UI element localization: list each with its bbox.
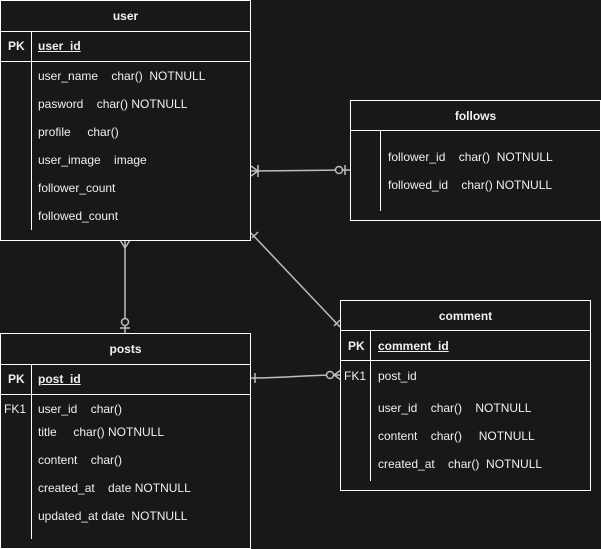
- follows-zero-marker: [334, 165, 344, 175]
- posts-field: content char(): [38, 453, 123, 467]
- comment-field: content char() NOTNULL: [378, 429, 535, 443]
- comment-field: user_id char() NOTNULL: [378, 401, 532, 415]
- user-title: user: [112, 9, 139, 23]
- comment-entity[interactable]: comment PK comment_id FK1 post_id user_i…: [340, 300, 591, 491]
- comment-zero-marker: [325, 370, 335, 380]
- user-many-crowfoot: [250, 165, 260, 177]
- comment-pk-label: PK: [348, 339, 365, 353]
- user-pk-field: user_id: [38, 39, 81, 53]
- posts-zero-marker: [120, 317, 130, 327]
- comment-pk-field: comment_id: [378, 339, 449, 353]
- posts-pk-field: post_id: [38, 372, 81, 386]
- follows-title: follows: [454, 109, 497, 123]
- posts-field: user_id char(): [38, 402, 123, 416]
- comment-title: comment: [438, 309, 493, 323]
- user-field: user_name char() NOTNULL: [38, 69, 206, 83]
- comment-field: post_id: [378, 369, 417, 383]
- user-field: followed_count: [38, 209, 119, 223]
- user-field: follower_count: [38, 181, 116, 195]
- user-field: profile char(): [38, 125, 119, 139]
- follows-field: follower_id char() NOTNULL: [388, 150, 553, 164]
- posts-fk-label: FK1: [4, 402, 27, 416]
- user-entity[interactable]: user PK user_id user_name char() NOTNULL…: [0, 0, 251, 241]
- comment-end-mark: [333, 319, 341, 327]
- user-field: pasword char() NOTNULL: [38, 97, 188, 111]
- user-comment-connector: [250, 232, 341, 328]
- user-pk-label: PK: [8, 39, 25, 53]
- comment-field: created_at char() NOTNULL: [378, 457, 543, 471]
- follows-entity[interactable]: follows follower_id char() NOTNULL follo…: [350, 100, 601, 221]
- user-follows-connector: [250, 169, 351, 172]
- posts-pk-label: PK: [8, 372, 25, 386]
- posts-title: posts: [109, 342, 142, 356]
- comment-crowfoot: [332, 369, 342, 381]
- comment-fk-label: FK1: [344, 369, 367, 383]
- follows-field: followed_id char() NOTNULL: [388, 178, 553, 192]
- user-field: user_image image: [38, 153, 147, 167]
- posts-entity[interactable]: posts PK post_id FK1 user_id char() titl…: [0, 333, 251, 549]
- user-end-mark: [251, 231, 259, 239]
- posts-field: created_at date NOTNULL: [38, 481, 191, 495]
- user-crowfoot-posts: [119, 239, 131, 250]
- posts-field: updated_at date NOTNULL: [38, 509, 188, 523]
- posts-field: title char() NOTNULL: [38, 425, 165, 439]
